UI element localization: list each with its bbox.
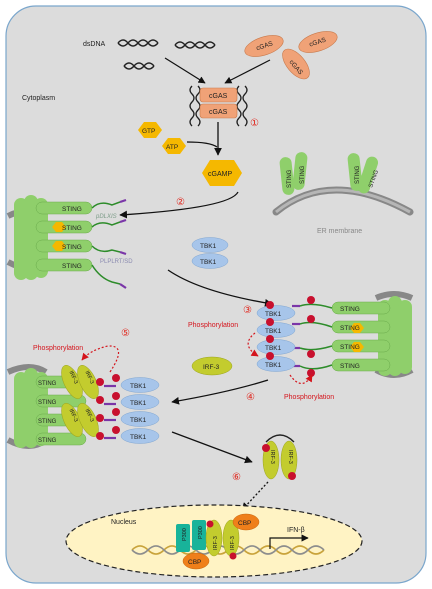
cbp-bottom: CBP: [182, 552, 210, 570]
cgamp-molecule: cGAMP: [202, 160, 242, 186]
sting-dimers-inactive: STING STING STING STING: [279, 152, 380, 195]
cbp-top: CBP: [232, 513, 260, 531]
arrow-atp-merge: [186, 141, 218, 148]
sting-label-inactive-3: STING: [355, 165, 361, 184]
phosphorylation-label-step5: Phosphorylation: [33, 345, 83, 352]
phosphorylation-label-sting: Phosphorylation: [284, 394, 334, 401]
er-membrane-top-right: [272, 186, 414, 216]
arrow-phospho-irf3-loop: [81, 345, 120, 373]
tbk1-label-right-1: TBK1: [265, 311, 282, 318]
sting-oligomer-left: STING STING STING STING: [6, 195, 127, 289]
phosphorylation-label-step3: Phosphorylation: [188, 322, 238, 329]
irf3-label-complex-4: IRF-3: [83, 408, 94, 423]
tbk1-label-free-2: TBK1: [200, 259, 217, 266]
cbp-label-bottom: CBP: [188, 559, 201, 566]
p300-complex: P300 P300: [176, 520, 206, 552]
arrow-irf3-dimerization: [171, 431, 253, 464]
dsdna-helices: [117, 39, 216, 70]
tbk1-label-left-3: TBK1: [130, 417, 147, 424]
irf3-label-complex-2: IRF-3: [83, 370, 94, 385]
irf3-label-complex-3: IRF-3: [67, 408, 78, 423]
sting-label-inactive-1: STING: [287, 169, 293, 188]
free-cgas-group: cGAS cGAS cGAS: [244, 31, 338, 80]
irf3-free: IRF-3: [191, 356, 233, 376]
irf3-label-dimer-1: IRF-3: [269, 450, 275, 464]
tbk1-label-left-2: TBK1: [130, 400, 147, 407]
p300-label-2: P300: [198, 526, 204, 539]
sting-label-inactive-2: STING: [300, 165, 306, 184]
cgamp-label: cGAMP: [208, 171, 232, 178]
sting-label-right-4: STING: [340, 363, 360, 370]
dsdna-label: dsDNA: [83, 41, 106, 48]
step-4-marker: ④: [246, 392, 255, 403]
ifnb-gene-label: IFN-β: [287, 527, 305, 534]
sting-label-irfc-3: STING: [38, 419, 57, 425]
sting-label-left-1: STING: [62, 206, 82, 213]
step-1-marker: ①: [250, 118, 259, 129]
atp-label: ATP: [166, 144, 178, 151]
sting-label-left-4: STING: [62, 263, 82, 270]
tbk1-label-right-3: TBK1: [265, 345, 282, 352]
arrow-irf3-recruitment: [171, 379, 269, 405]
gtp-molecule: GTP: [138, 122, 162, 138]
nucleus-label: Nucleus: [111, 519, 137, 526]
er-membrane-label: ER membrane: [317, 228, 362, 235]
irf3-label-free: IRF-3: [203, 364, 220, 371]
sting-label-left-2: STING: [62, 225, 82, 232]
pdlxis-label: pDLXIS: [95, 214, 117, 220]
irf3-label-nuclear-1: IRF-3: [213, 536, 219, 550]
arrow-dna-to-complex: [164, 57, 206, 84]
tbk1-label-free-1: TBK1: [200, 243, 217, 250]
sting-tbk1-irf3-complex-left: STING STING STING STING IRF-3 IRF-3 IRF-…: [6, 364, 160, 449]
arrow-tbk1-recruitment: [167, 269, 273, 307]
atp-molecule: ATP: [162, 138, 186, 154]
sting-label-right-3: STING: [340, 344, 360, 351]
sting-label-left-3: STING: [62, 244, 82, 251]
sting-label-right-1: STING: [340, 306, 360, 313]
step-3-marker: ③: [243, 305, 252, 316]
tbk1-label-left-1: TBK1: [130, 383, 147, 390]
tbk1-label-right-4: TBK1: [265, 362, 282, 369]
transcription-arrow: [269, 534, 309, 549]
cgas-label-complex-1: cGAS: [209, 93, 228, 100]
arrow-cgas-to-complex: [224, 59, 271, 84]
sting-label-irfc-1: STING: [38, 381, 57, 387]
sting-label-irfc-2: STING: [38, 400, 57, 406]
arrow-phospho-sting-loop: [289, 374, 313, 385]
sting-label-right-2: STING: [340, 325, 360, 332]
tbk1-label-right-2: TBK1: [265, 328, 282, 335]
irf3-dimer: IRF-3 IRF-3: [262, 434, 298, 480]
gtp-label: GTP: [142, 128, 155, 135]
sting-label-irfc-4: STING: [38, 438, 57, 444]
irf3-label-complex-1: IRF-3: [67, 370, 78, 385]
irf3-nuclear-dimer: IRF-3 IRF-3: [205, 519, 240, 560]
tbk1-label-left-4: TBK1: [130, 434, 147, 441]
cgas-dna-complex: cGAS cGAS: [189, 85, 248, 127]
irf3-label-dimer-2: IRF-3: [287, 450, 293, 464]
sting-tbk1-complex-right: STING STING STING STING TBK1 TBK1 TBK1 T…: [256, 291, 414, 378]
tbk1-free: TBK1 TBK1: [191, 237, 229, 269]
cgas-label-complex-2: cGAS: [209, 109, 228, 116]
plplrt-label: PLPLRT/SD: [100, 259, 133, 265]
step-5-marker: ⑤: [121, 328, 130, 339]
cbp-label-top: CBP: [238, 520, 251, 527]
step-6-marker: ⑥: [232, 472, 241, 483]
p300-label-1: P300: [182, 528, 188, 541]
arrow-cgamp-to-sting: [119, 191, 239, 219]
cytoplasm-label: Cytoplasm: [22, 95, 55, 102]
step-2-marker: ②: [176, 197, 185, 208]
irf3-label-nuclear-2: IRF-3: [230, 536, 236, 550]
